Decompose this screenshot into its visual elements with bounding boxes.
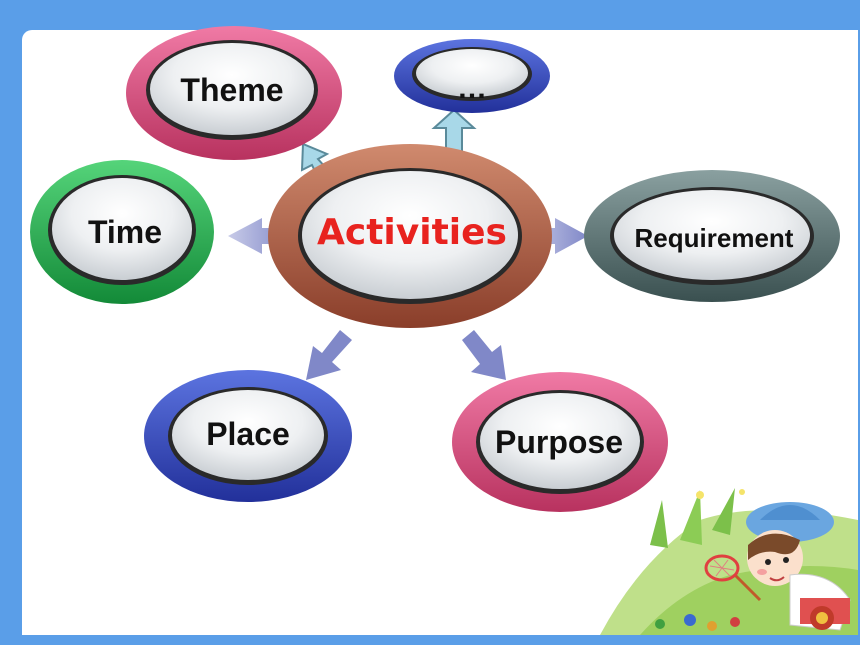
label-theme: Theme — [180, 72, 284, 108]
node-theme — [126, 26, 342, 160]
label-requirement: Requirement — [634, 223, 794, 253]
node-time — [30, 160, 214, 304]
label-activities: Activities — [317, 212, 507, 253]
label-purpose: Purpose — [494, 424, 624, 460]
label-place: Place — [206, 416, 290, 452]
node-requirement — [584, 170, 840, 302]
label-more: … — [457, 72, 487, 105]
arrow-to-more — [431, 108, 477, 153]
girl-illustration — [600, 488, 858, 635]
arrow-to-purpose — [462, 330, 506, 380]
label-time: Time — [87, 214, 163, 250]
arrow-to-time — [228, 218, 292, 254]
node-activities — [268, 144, 552, 328]
arrow-to-requirement — [524, 218, 588, 254]
node-purpose — [452, 372, 668, 512]
node-place — [144, 370, 352, 502]
node-more — [394, 39, 550, 113]
arrow-to-place — [306, 330, 352, 380]
